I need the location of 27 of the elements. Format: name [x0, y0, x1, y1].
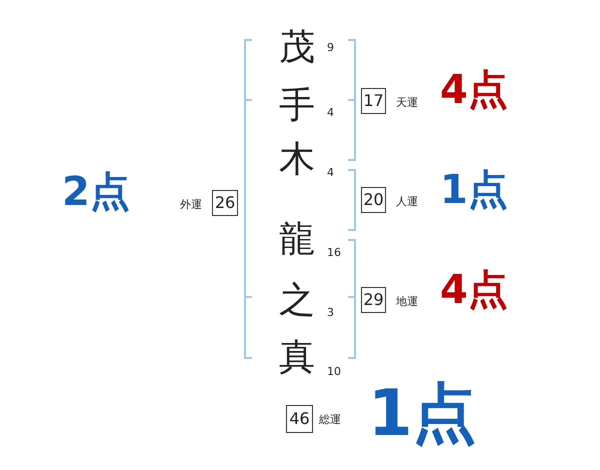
stroke-total-box: 26 — [212, 190, 238, 216]
fortune-label: 外運 — [180, 199, 202, 210]
stroke-count: 4 — [327, 167, 334, 178]
score-text: 1点 — [368, 382, 477, 446]
stroke-count: 4 — [327, 107, 334, 118]
score-text: 1点 — [440, 170, 508, 210]
fortune-label: 人運 — [396, 196, 418, 207]
stroke-total-box: 29 — [361, 287, 386, 313]
score-text: 2点 — [62, 172, 130, 212]
fortune-label: 天運 — [396, 97, 418, 108]
name-character: 之 — [279, 283, 315, 319]
stroke-count: 10 — [327, 366, 341, 377]
stroke-count: 9 — [327, 42, 334, 53]
fortune-label: 地運 — [396, 296, 418, 307]
stroke-total-box: 46 — [286, 405, 313, 433]
stroke-count: 3 — [327, 307, 334, 318]
name-character: 木 — [279, 142, 315, 178]
name-character: 手 — [279, 88, 315, 124]
stroke-total-box: 17 — [361, 88, 386, 114]
name-character: 真 — [279, 340, 315, 376]
name-character: 龍 — [279, 222, 315, 258]
fortune-label: 総運 — [319, 414, 341, 425]
stroke-count: 16 — [327, 247, 341, 258]
score-text: 4点 — [440, 270, 508, 310]
stroke-total-box: 20 — [361, 187, 386, 213]
name-character: 茂 — [279, 30, 315, 66]
score-text: 4点 — [440, 70, 508, 110]
